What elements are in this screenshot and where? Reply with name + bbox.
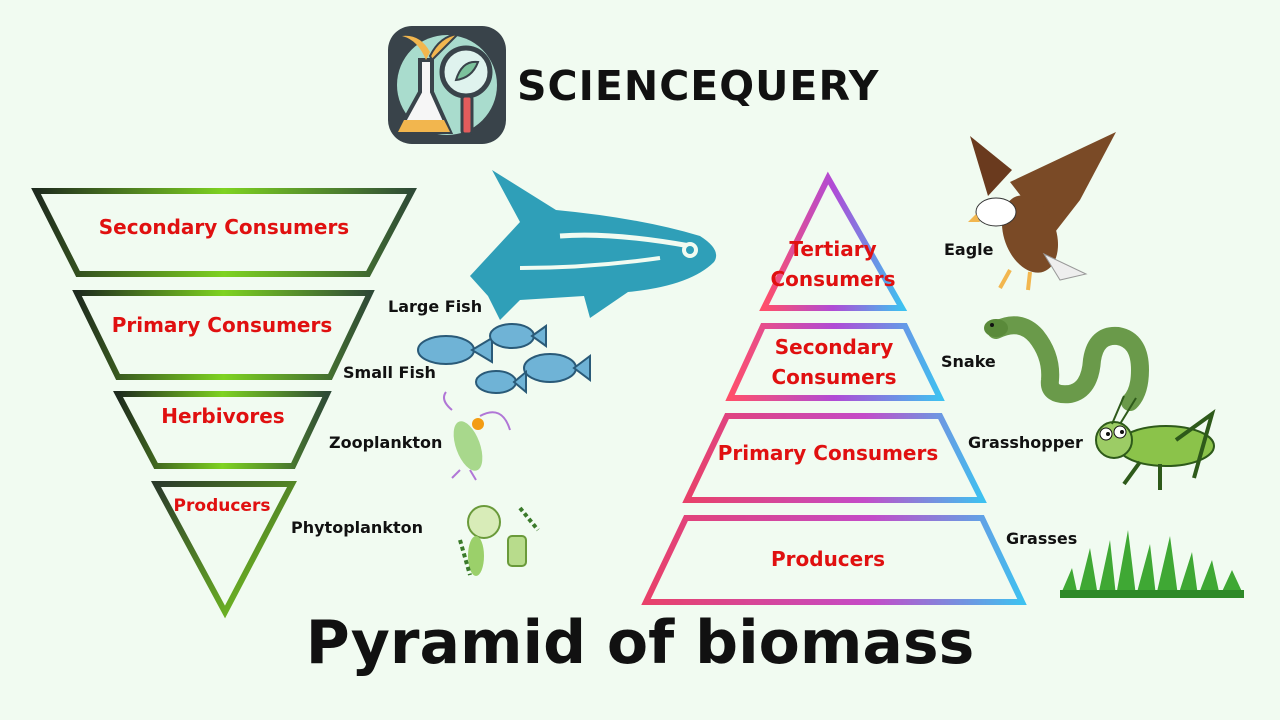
zooplankton-icon — [444, 392, 510, 480]
organism-label-large-fish: Large Fish — [388, 297, 482, 316]
inv-tier-label-herbivores: Herbivores — [124, 401, 322, 431]
eagle-icon — [968, 132, 1116, 290]
organism-label-eagle: Eagle — [944, 240, 994, 259]
up-tier-label-secondary-line2: Consumers — [746, 362, 922, 392]
organism-label-grasshopper: Grasshopper — [968, 433, 1083, 452]
organism-label-phytoplankton: Phytoplankton — [291, 518, 423, 537]
small-fish-icon — [418, 324, 590, 393]
up-tier-label-tertiary-line2: Consumers — [764, 264, 902, 294]
grass-icon — [1060, 530, 1244, 598]
inv-tier-label-secondary: Secondary Consumers — [56, 212, 392, 242]
logo-icon — [388, 26, 506, 144]
snake-icon — [984, 319, 1140, 402]
up-tier-label-primary: Primary Consumers — [700, 438, 956, 468]
organism-label-grasses: Grasses — [1006, 529, 1077, 548]
up-tier-label-secondary-line1: Secondary — [746, 332, 922, 362]
inv-tier-label-producers: Producers — [160, 491, 284, 521]
up-tier-label-tertiary-line1: Tertiary — [764, 234, 902, 264]
organism-label-snake: Snake — [941, 352, 996, 371]
brand-name: SCIENCEQUERY — [517, 62, 879, 110]
grasshopper-icon — [1096, 396, 1214, 490]
organism-label-small-fish: Small Fish — [343, 363, 436, 382]
inv-tier-label-primary: Primary Consumers — [82, 310, 362, 340]
phytoplankton-icon — [460, 506, 538, 576]
page-title: Pyramid of biomass — [0, 608, 1280, 678]
up-tier-label-producers: Producers — [700, 544, 956, 574]
organism-label-zooplankton: Zooplankton — [329, 433, 442, 452]
